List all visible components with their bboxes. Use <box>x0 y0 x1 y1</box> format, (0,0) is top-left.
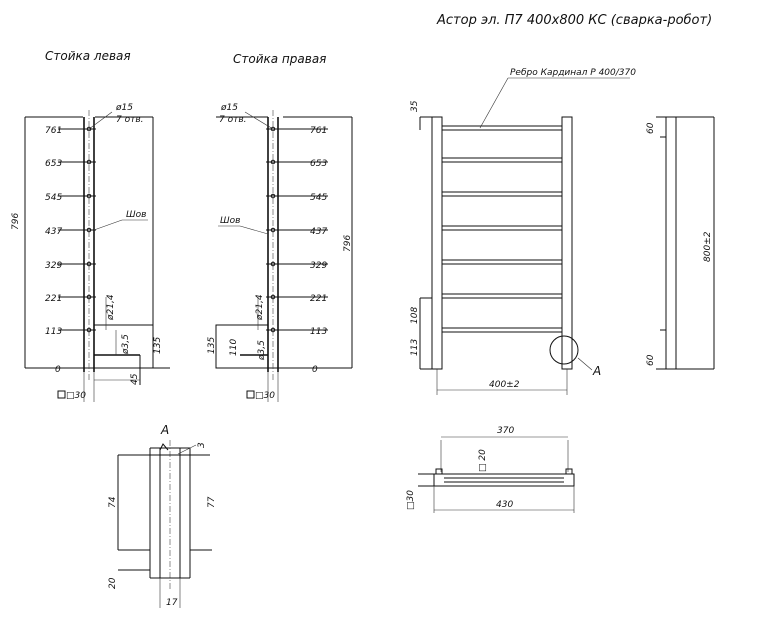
svg-text:329: 329 <box>310 261 327 271</box>
side-view: 60 800±2 60 <box>646 116 715 370</box>
left-hole-count: 7 отв. <box>116 115 144 125</box>
mark-row: 0 <box>278 365 328 375</box>
mark-row: 437 <box>266 227 328 237</box>
side-d60-top: 60 <box>646 122 656 134</box>
right-hole-count: 7 отв. <box>219 115 247 125</box>
svg-text:437: 437 <box>310 227 327 237</box>
side-d60-bottom: 60 <box>646 354 656 366</box>
right-hole-dia: ø15 <box>220 103 238 113</box>
top-d430: 430 <box>496 500 513 510</box>
callout-a: А <box>592 364 601 378</box>
mark-row: 329 <box>266 261 328 271</box>
front-d113: 113 <box>410 339 420 356</box>
detail-d20: 20 <box>108 577 118 589</box>
svg-text:113: 113 <box>45 327 62 337</box>
left-post-marks: 761 653 545 437 329 221 113 0 <box>45 126 96 375</box>
right-post-view: Стойка правая 761 653 545 437 329 221 11… <box>207 52 353 402</box>
right-section: □30 <box>255 391 275 401</box>
right-weld: Шов <box>220 216 240 226</box>
right-post-caption: Стойка правая <box>233 52 326 66</box>
rung-label: Ребро Кардинал Р 400/370 <box>510 68 636 78</box>
detail-a-view: А 3 74 77 20 17 <box>108 423 217 608</box>
detail-d77: 77 <box>207 496 217 508</box>
mark-row: 113 <box>45 327 96 337</box>
svg-text:221: 221 <box>45 294 62 304</box>
left-h135-dim: 135 <box>153 337 163 354</box>
top-d370: 370 <box>497 426 514 436</box>
svg-text:761: 761 <box>310 126 327 136</box>
svg-text:113: 113 <box>310 327 327 337</box>
detail-d17: 17 <box>166 598 178 608</box>
mark-row: 221 <box>45 294 96 304</box>
right-bore-dim: ø21,4 <box>255 294 265 321</box>
right-overall-dim: 796 <box>343 235 353 252</box>
svg-text:0: 0 <box>55 365 61 375</box>
right-h135-dim: 135 <box>207 337 217 354</box>
right-h110-dim: 110 <box>229 339 239 356</box>
detail-a-label: А <box>160 423 169 437</box>
mark-row: 113 <box>266 327 328 337</box>
left-bore-dim: ø21,4 <box>106 294 116 321</box>
left-overall-dim: 796 <box>11 213 21 230</box>
mark-row: 329 <box>45 261 96 271</box>
left-d35-dim: ø3,5 <box>121 334 131 355</box>
right-post-marks: 761 653 545 437 329 221 113 0 <box>266 126 328 375</box>
mark-row: 653 <box>266 159 328 169</box>
svg-text:329: 329 <box>45 261 62 271</box>
left-section: □30 <box>66 391 86 401</box>
svg-text:545: 545 <box>310 193 327 203</box>
svg-text:761: 761 <box>45 126 62 136</box>
svg-text:653: 653 <box>45 159 62 169</box>
front-d35: 35 <box>410 100 420 112</box>
mark-row: 761 <box>45 126 96 136</box>
mark-row: 0 <box>55 365 84 375</box>
svg-text:0: 0 <box>312 365 318 375</box>
svg-text:221: 221 <box>310 294 327 304</box>
mark-row: 545 <box>45 193 96 203</box>
right-d35-dim: ø3,5 <box>257 340 267 361</box>
left-post-caption: Стойка левая <box>45 49 131 63</box>
svg-text:437: 437 <box>45 227 62 237</box>
top-view: 370 □ 20 430 □30 <box>406 426 575 513</box>
svg-text:545: 545 <box>45 193 62 203</box>
front-view: Ребро Кардинал Р 400/370 35 108 113 400±… <box>410 68 636 395</box>
top-section: □30 <box>406 490 416 510</box>
mark-row: 221 <box>266 294 328 304</box>
left-w45-dim: 45 <box>130 373 140 385</box>
side-height: 800±2 <box>703 231 713 262</box>
mark-row: 545 <box>266 193 328 203</box>
left-weld: Шов <box>126 210 146 220</box>
front-width: 400±2 <box>489 380 520 390</box>
mark-row: 437 <box>45 227 96 237</box>
mark-row: 761 <box>266 126 328 136</box>
detail-d3: 3 <box>197 442 207 448</box>
left-post-view: Стойка левая 761 653 545 437 329 221 113… <box>11 49 170 402</box>
mark-row: 653 <box>45 159 96 169</box>
rungs <box>441 125 563 333</box>
top-d20: □ 20 <box>478 449 488 472</box>
left-hole-dia: ø15 <box>115 103 133 113</box>
detail-d74: 74 <box>108 496 118 508</box>
svg-text:653: 653 <box>310 159 327 169</box>
drawing-title: Астор эл. П7 400х800 КС (сварка-робот) <box>436 13 712 28</box>
front-d108: 108 <box>410 307 420 324</box>
